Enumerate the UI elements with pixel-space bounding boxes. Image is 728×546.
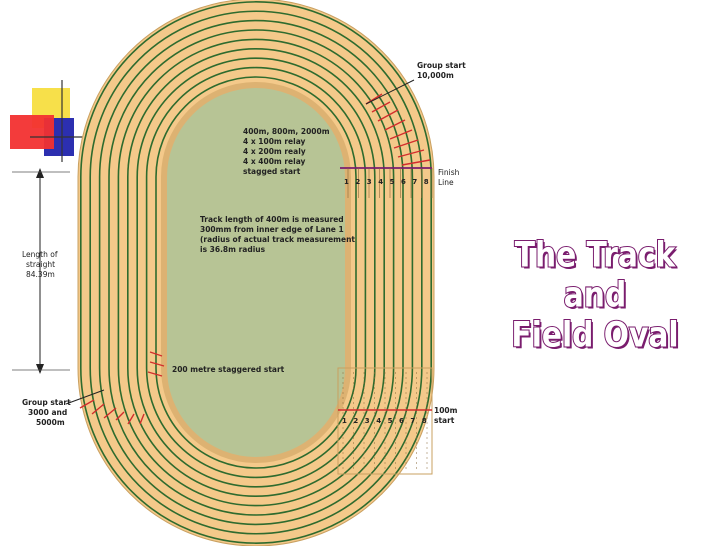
stagger-mark-lower [103,407,117,419]
stagger-mark [377,109,399,122]
finish-lane-number: 8 [424,178,429,186]
start-lane-number: 8 [422,417,427,425]
group-start-10000-label: Group start 10,000m [417,61,468,80]
stagger-mark-lower [91,403,105,415]
group-start-3000-line [65,389,105,405]
track-length-note: Track length of 400m is measured 300mm f… [200,215,358,254]
start-lane-number: 1 [342,417,347,425]
stagger-mark-lower [79,399,95,409]
decorative-squares [10,80,88,162]
stagger-mark-lower [115,411,125,421]
stagger-mark [393,139,419,149]
straight-length-arrow [12,168,70,374]
100m-grid-box [337,367,433,475]
stagger-200-mark [149,361,165,367]
start-markers [65,79,433,425]
finish-lane-number: 7 [412,178,417,186]
start-lane-number: 2 [353,417,358,425]
100m-start-grid [337,367,433,475]
stagger-200-mark [149,351,163,357]
start-lane-number: 4 [376,417,381,425]
finish-line-label: Finish Line [438,168,462,187]
red-square [10,115,54,149]
stagger-mark [401,159,431,166]
stagger-mark [397,149,425,158]
track-lanes [77,0,435,546]
finish-lane-number: 1 [344,178,349,186]
start-lane-number: 5 [388,417,393,425]
title-line-2: Field Oval [510,313,679,355]
finish-lane-number: 2 [355,178,360,186]
stagger-mark-lower [139,413,145,425]
finish-lane-number: 5 [390,178,395,186]
slide-title: The Track and Field Oval [500,234,690,356]
length-of-straight-label: Length of straight 84.39m [22,250,60,279]
finish-lane-number: 6 [401,178,406,186]
stagger-mark [371,101,391,113]
staggered-200-label: 200 metre staggered start [172,365,285,374]
100m-start-label: 100m start [434,406,460,425]
group-start-3000-label: Group start 3000 and 5000m [22,398,73,427]
start-400-block-label: 400m, 800m, 2000m 4 x 100m relay 4 x 200… [243,127,332,176]
finish-lane-number: 4 [378,178,383,186]
finish-lane-number: 3 [367,178,372,186]
stagger-200-mark [147,371,163,377]
start-lane-number: 7 [410,417,415,425]
start-lane-number: 3 [365,417,370,425]
title-line-1: The Track and [514,234,677,316]
start-lane-number: 6 [399,417,404,425]
stagger-mark-lower [127,413,135,425]
stagger-mark [389,129,413,140]
group-start-10000-line [365,79,415,105]
stagger-mark [384,119,406,131]
